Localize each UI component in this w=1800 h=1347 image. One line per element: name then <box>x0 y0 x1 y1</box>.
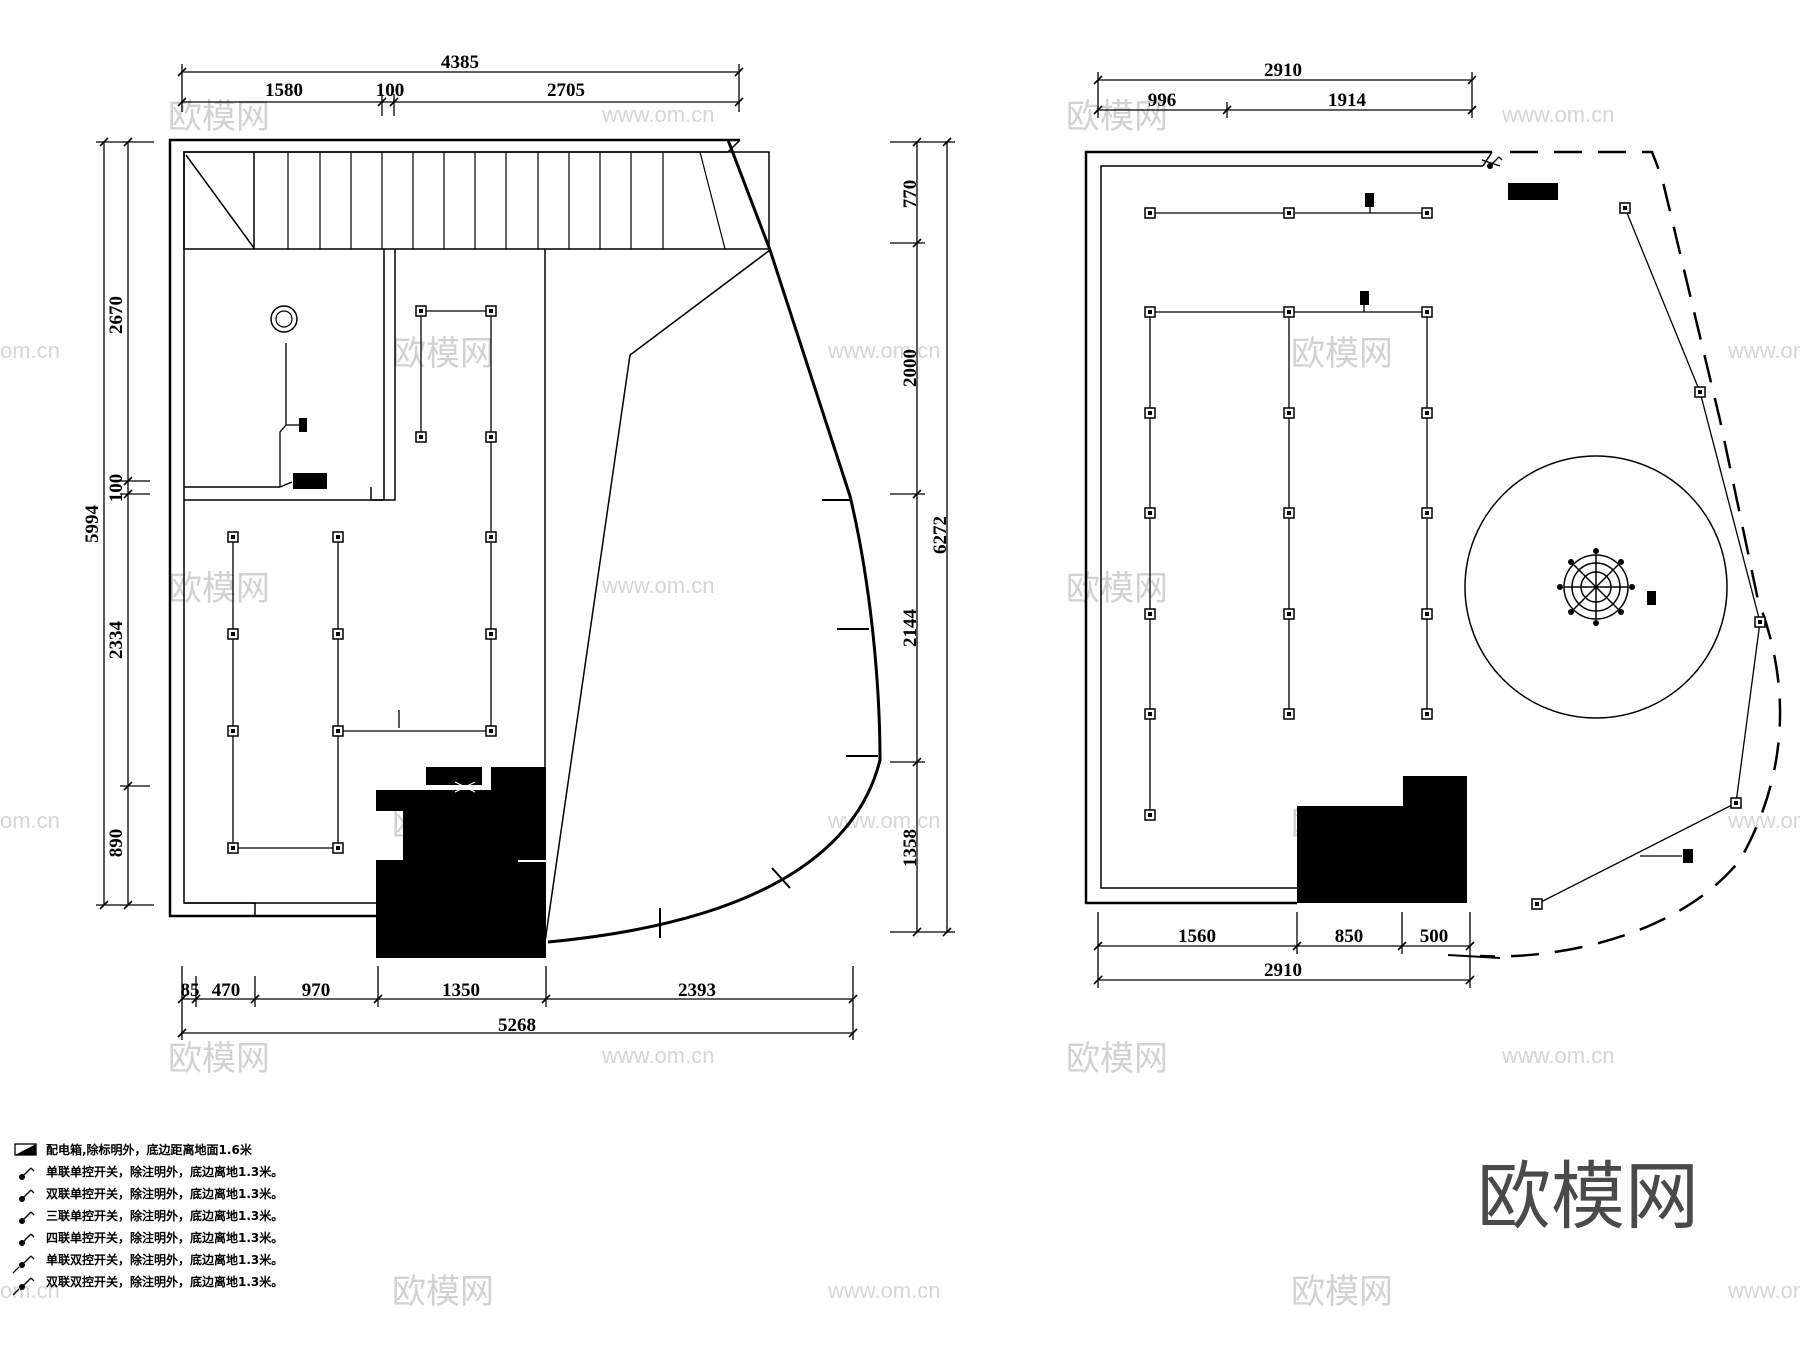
watermark-brand: 欧模网 <box>1291 1272 1393 1312</box>
watermark-url: www.om.cn <box>1501 1043 1614 1068</box>
dim-right-bottom-b: 850 <box>1335 926 1364 947</box>
dim-left-right-a: 770 <box>900 180 921 209</box>
dim-left-bottom-total: 5268 <box>498 1015 536 1036</box>
left-dimension-labels: 4385 1580 100 2705 5994 2670 100 2334 89… <box>82 52 951 1036</box>
dim-left-top-c: 2705 <box>547 80 585 101</box>
dim-right-top-b: 1914 <box>1328 90 1367 111</box>
watermark-brand: 欧模网 <box>168 569 270 609</box>
watermark-url: www.om.cn <box>1727 1278 1800 1303</box>
watermark-brand: 欧模网 <box>1291 334 1393 374</box>
left-floor-plan <box>168 138 882 958</box>
right-dimension-lines <box>1097 72 1473 988</box>
dim-left-right-c: 2144 <box>900 609 921 648</box>
dim-right-bottom-total: 2910 <box>1264 960 1302 981</box>
left-dimension-lines <box>96 64 955 1040</box>
legend-item-4: 四联单控开关，除注明外，底边离地1.3米。 <box>46 1230 283 1245</box>
watermark-url: www.om.cn <box>827 1278 940 1303</box>
watermark-brand: 欧模网 <box>392 1272 494 1312</box>
watermark-url-short: om.cn <box>0 808 60 833</box>
watermark-url: www.om.cn <box>827 338 940 363</box>
dim-left-bottom-a: 85 <box>181 980 200 1001</box>
chandelier-icon <box>1557 548 1635 626</box>
legend: 配电箱,除标明外，底边距离地面1.6米 单联单控开关，除注明外，底边离地1.3米… <box>12 1142 283 1296</box>
watermark-brand: 欧模网 <box>392 334 494 374</box>
watermark-url: www.om.cn <box>1727 338 1800 363</box>
right-floor-plan <box>1084 150 1782 959</box>
watermark-url: www.om.cn <box>601 573 714 598</box>
left-dimension-ticks <box>99 67 952 1038</box>
legend-item-1: 单联单控开关，除注明外，底边离地1.3米。 <box>46 1164 283 1179</box>
dim-right-top-total: 2910 <box>1264 60 1302 81</box>
dim-right-bottom-c: 500 <box>1420 926 1449 947</box>
right-dimension-ticks <box>1093 75 1477 985</box>
dim-left-right-b: 2000 <box>900 349 921 387</box>
watermark-brand: 欧模网 <box>1066 569 1168 609</box>
switch-icons <box>12 1167 35 1296</box>
dim-left-side-d: 890 <box>106 829 127 858</box>
dim-left-right-total: 6272 <box>930 516 951 554</box>
dim-left-bottom-d: 1350 <box>442 980 480 1001</box>
dim-left-side-b: 100 <box>106 474 127 503</box>
legend-item-2: 双联单控开关，除注明外，底边离地1.3米。 <box>46 1186 283 1201</box>
watermark-url: www.om.cn <box>601 1043 714 1068</box>
dim-left-side-total: 5994 <box>82 505 103 544</box>
watermark-brand: 欧模网 <box>1066 97 1168 137</box>
dim-left-right-d: 1358 <box>900 829 921 867</box>
right-dimension-labels: 2910 996 1914 1560 850 500 2910 <box>1148 60 1449 981</box>
dim-left-top-a: 1580 <box>265 80 303 101</box>
dim-left-bottom-b: 470 <box>212 980 241 1001</box>
distribution-box-icon <box>14 1143 37 1156</box>
dim-right-top-a: 996 <box>1148 90 1177 111</box>
legend-item-6: 双联双控开关，除注明外，底边离地1.3米。 <box>46 1274 283 1289</box>
dim-left-side-c: 2334 <box>106 621 127 660</box>
watermark-brand: 欧模网 <box>168 1039 270 1079</box>
dim-left-bottom-c: 970 <box>302 980 331 1001</box>
legend-item-0: 配电箱,除标明外，底边距离地面1.6米 <box>46 1142 253 1157</box>
watermark-layer: 欧模网欧模网欧模网欧模网欧模网欧模网欧模网欧模网欧模网欧模网欧模网欧模网www.… <box>0 97 1800 1312</box>
dim-right-bottom-a: 1560 <box>1178 926 1216 947</box>
brand-logo-text: 欧模网 <box>1477 1154 1699 1240</box>
watermark-brand: 欧模网 <box>1066 1039 1168 1079</box>
watermark-brand: 欧模网 <box>168 97 270 137</box>
legend-item-3: 三联单控开关，除注明外，底边离地1.3米。 <box>46 1208 283 1223</box>
dim-left-bottom-e: 2393 <box>678 980 716 1001</box>
watermark-url-short: om.cn <box>0 338 60 363</box>
dim-left-side-a: 2670 <box>106 296 127 334</box>
legend-item-5: 单联双控开关，除注明外，底边离地1.3米。 <box>46 1252 283 1267</box>
watermark-url-short: om.cn <box>0 1278 60 1303</box>
dim-left-top-total: 4385 <box>441 52 479 73</box>
watermark-url: www.om.cn <box>1501 102 1614 127</box>
watermark-url: www.om.cn <box>601 102 714 127</box>
dim-left-top-b: 100 <box>376 80 405 101</box>
